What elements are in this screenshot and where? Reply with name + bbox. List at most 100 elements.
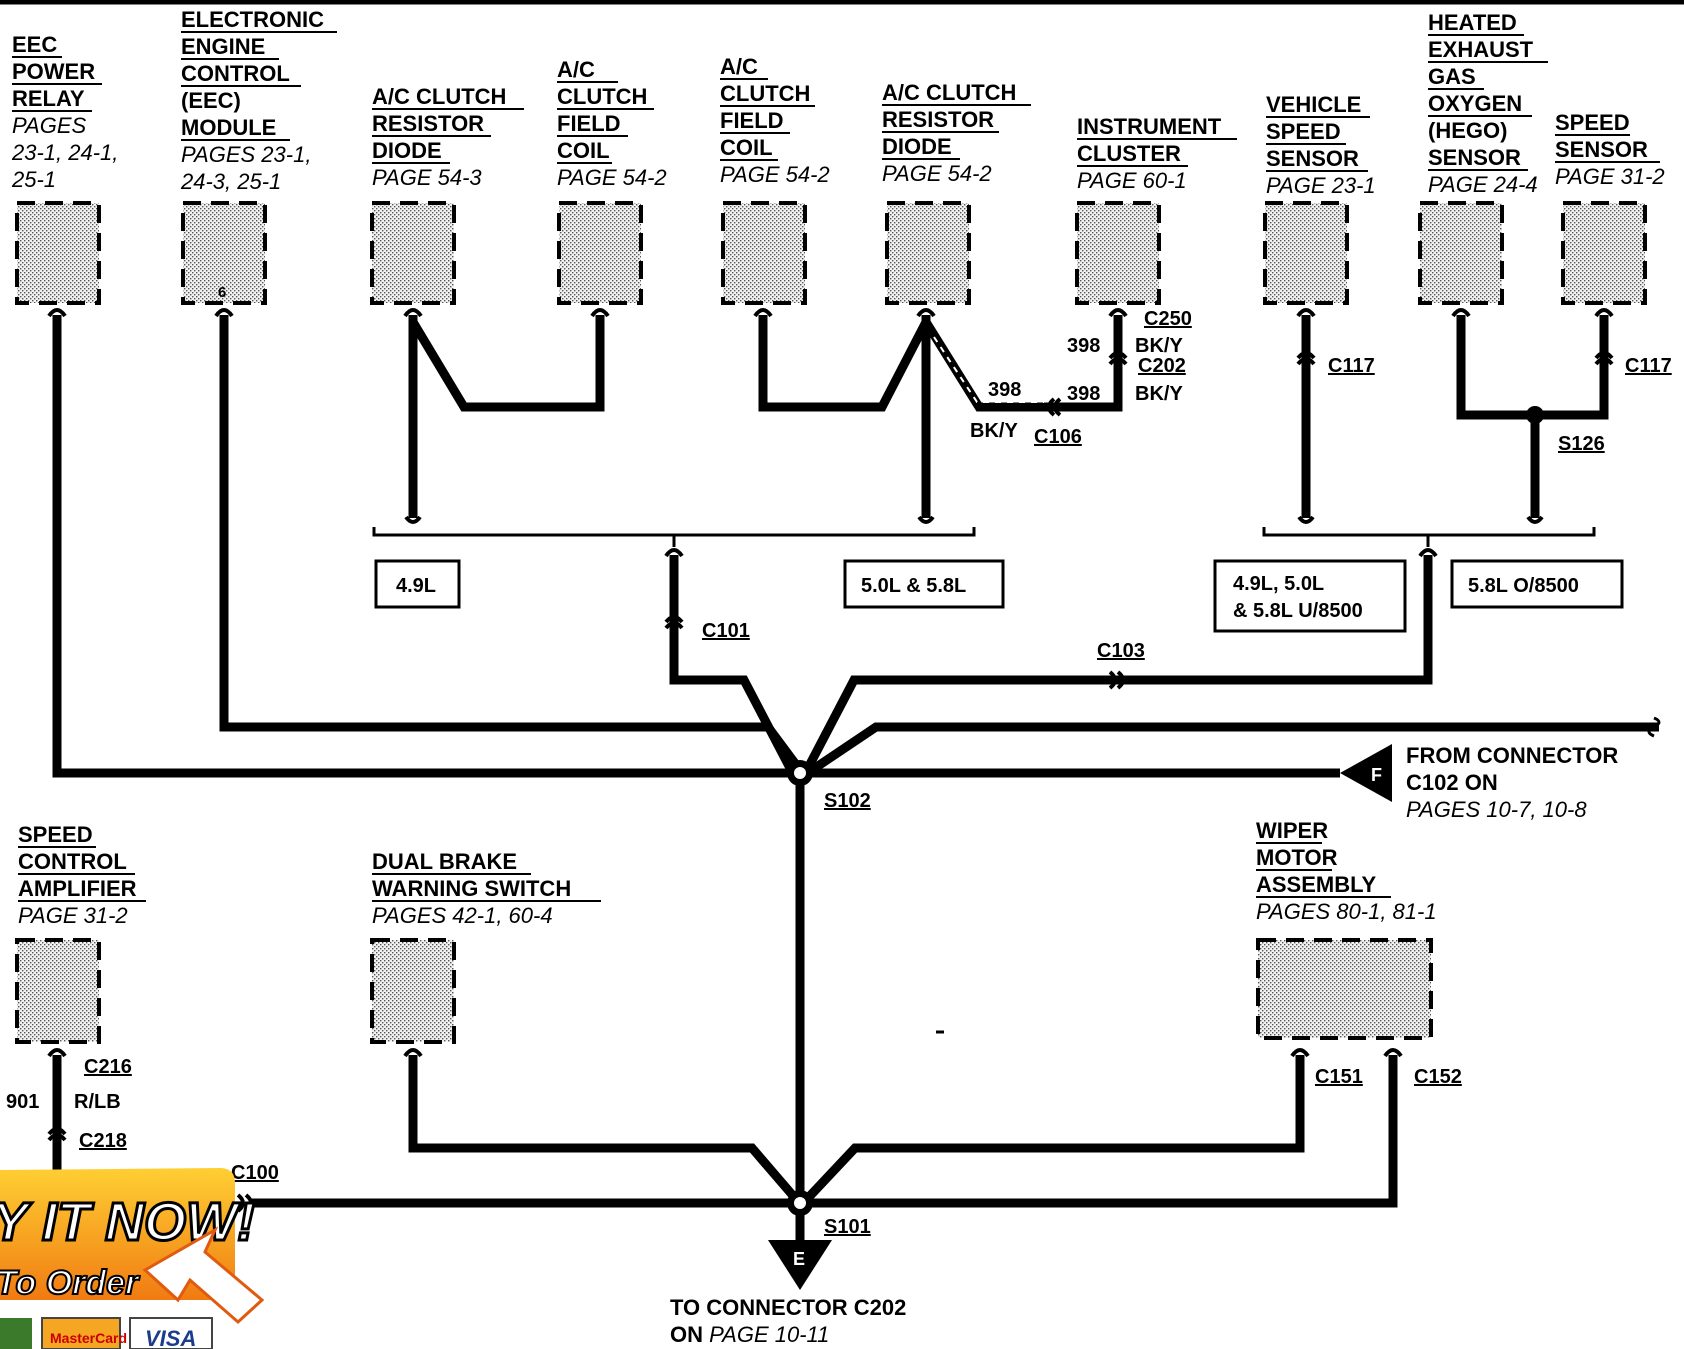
flag-e: E (793, 1249, 805, 1269)
svg-text:ON PAGE 10-11: ON PAGE 10-11 (670, 1322, 829, 1347)
svg-text:SPEED: SPEED (1555, 110, 1630, 135)
svg-text:5.0L & 5.8L: 5.0L & 5.8L (861, 575, 966, 597)
c106-label: C106 (1034, 426, 1082, 448)
variant-box-49l-50l-58l-u8500: 4.9L, 5.0L & 5.8L U/8500 (1213, 559, 1407, 633)
ac-clutch-field-coil-2 (721, 201, 807, 305)
svg-text:RESISTOR: RESISTOR (372, 111, 484, 136)
svg-text:A/C CLUTCH: A/C CLUTCH (882, 80, 1016, 105)
dual-brake-warning-switch-label: DUAL BRAKE WARNING SWITCH PAGES 42-1, 60… (372, 849, 601, 928)
from-connector-f: F FROM CONNECTOR C102 ON PAGES 10-7, 10-… (1340, 743, 1618, 822)
c202-label: C202 (1138, 355, 1186, 377)
speed-sensor-label: SPEED SENSOR PAGE 31-2 (1555, 110, 1665, 189)
instrument-cluster (1075, 201, 1161, 305)
connector-labels: C250 C202 C106 C117 C117 S126 C101 C103 … (79, 308, 1672, 1238)
svg-text:WIPER: WIPER (1256, 818, 1328, 843)
card-icon-1 (0, 1318, 32, 1349)
svg-text:PAGES: PAGES (12, 113, 87, 138)
svg-text:23-1, 24-1,: 23-1, 24-1, (11, 140, 118, 165)
svg-text:A/C CLUTCH: A/C CLUTCH (372, 84, 506, 109)
svg-text:DIODE: DIODE (882, 134, 952, 159)
svg-text:CLUSTER: CLUSTER (1077, 141, 1181, 166)
hego-sensor (1418, 201, 1504, 305)
speed-control-amplifier-label: SPEED CONTROL AMPLIFIER PAGE 31-2 (18, 822, 146, 928)
wire-bky-1: BK/Y (1135, 335, 1183, 357)
c100-label: C100 (231, 1162, 279, 1184)
svg-text:EXHAUST: EXHAUST (1428, 37, 1534, 62)
svg-text:DIODE: DIODE (372, 138, 442, 163)
svg-text:AMPLIFIER: AMPLIFIER (18, 876, 137, 901)
eec-module-label: ELECTRONIC ENGINE CONTROL (EEC) MODULE P… (180, 7, 337, 194)
bracket-left (372, 527, 976, 547)
visa-icon (129, 1317, 213, 1349)
svg-text:SENSOR: SENSOR (1428, 145, 1521, 170)
svg-text:25-1: 25-1 (11, 167, 56, 192)
svg-text:VEHICLE: VEHICLE (1266, 92, 1361, 117)
connector-hooks (47, 308, 1614, 1213)
svg-text:POWER: POWER (12, 59, 95, 84)
svg-text:C102 ON: C102 ON (1406, 770, 1498, 795)
svg-text:PAGE 31-2: PAGE 31-2 (1555, 164, 1665, 189)
svg-text:INSTRUMENT: INSTRUMENT (1077, 114, 1222, 139)
svg-text:PAGE 54-2: PAGE 54-2 (720, 162, 830, 187)
wire-398-b: 398 (1067, 383, 1100, 405)
ac-clutch-resistor-diode-1-label: A/C CLUTCH RESISTOR DIODE PAGE 54-3 (372, 84, 524, 190)
svg-text:PAGES 80-1, 81-1: PAGES 80-1, 81-1 (1256, 899, 1437, 924)
svg-text:PAGE 54-2: PAGE 54-2 (557, 165, 667, 190)
svg-text:WARNING SWITCH: WARNING SWITCH (372, 876, 571, 901)
svg-text:FIELD: FIELD (557, 111, 621, 136)
svg-text:CONTROL: CONTROL (18, 849, 127, 874)
svg-text:CONTROL: CONTROL (181, 61, 290, 86)
svg-text:& 5.8L U/8500: & 5.8L U/8500 (1233, 600, 1363, 622)
svg-text:HEATED: HEATED (1428, 10, 1517, 35)
svg-text:(HEGO): (HEGO) (1428, 118, 1507, 143)
instrument-cluster-label: INSTRUMENT CLUSTER PAGE 60-1 (1077, 114, 1237, 193)
svg-text:SENSOR: SENSOR (1555, 137, 1648, 162)
c117a-label: C117 (1328, 355, 1375, 377)
svg-text:TO CONNECTOR C202: TO CONNECTOR C202 (670, 1295, 906, 1320)
svg-text:MOTOR: MOTOR (1256, 845, 1338, 870)
svg-text:ELECTRONIC: ELECTRONIC (181, 7, 324, 32)
s102-label: S102 (824, 790, 871, 812)
visa-text: VISA (145, 1326, 196, 1349)
eec-power-relay-label: EEC POWER RELAY PAGES 23-1, 24-1, 25-1 (11, 32, 118, 192)
ad-line-2: To Order (0, 1264, 140, 1302)
wiper-motor-assembly (1256, 938, 1433, 1040)
svg-text:FIELD: FIELD (720, 108, 784, 133)
svg-text:FROM CONNECTOR: FROM CONNECTOR (1406, 743, 1618, 768)
wire-labels: 398 BK/Y 398 BK/Y 398 BK/Y 901 R/LB (6, 335, 1183, 1113)
ac-clutch-resistor-diode-2 (885, 201, 971, 305)
svg-text:A/C: A/C (557, 57, 595, 82)
ac-clutch-resistor-diode-2-label: A/C CLUTCH RESISTOR DIODE PAGE 54-2 (882, 80, 1031, 186)
buy-it-now-banner[interactable]: Y IT NOW! To Order MasterCard VISA (0, 1168, 265, 1349)
svg-text:ENGINE: ENGINE (181, 34, 265, 59)
svg-text:4.9L: 4.9L (396, 575, 436, 597)
speed-sensor (1561, 201, 1647, 305)
c103-label: C103 (1097, 640, 1145, 662)
svg-text:SENSOR: SENSOR (1266, 146, 1359, 171)
svg-text:PAGES 42-1, 60-4: PAGES 42-1, 60-4 (372, 903, 553, 928)
c216-label: C216 (84, 1056, 132, 1078)
vehicle-speed-sensor (1263, 201, 1349, 305)
wiper-motor-assembly-label: WIPER MOTOR ASSEMBLY PAGES 80-1, 81-1 (1256, 818, 1437, 924)
c218-label: C218 (79, 1130, 127, 1152)
svg-text:PAGE 60-1: PAGE 60-1 (1077, 168, 1187, 193)
eec-module (181, 201, 267, 305)
variant-box-50l-58l: 5.0L & 5.8L (843, 559, 1005, 609)
wire-398-c: 398 (988, 379, 1021, 401)
wire-901: 901 (6, 1091, 39, 1113)
wire-398-a: 398 (1067, 335, 1100, 357)
vehicle-speed-sensor-label: VEHICLE SPEED SENSOR PAGE 23-1 (1266, 92, 1376, 198)
svg-text:PAGE 54-2: PAGE 54-2 (882, 161, 992, 186)
svg-text:PAGES 10-7, 10-8: PAGES 10-7, 10-8 (1406, 797, 1587, 822)
svg-text:SPEED: SPEED (1266, 119, 1341, 144)
eec-module-pin: 6 (218, 284, 226, 301)
svg-text:24-3, 25-1: 24-3, 25-1 (180, 169, 281, 194)
svg-text:COIL: COIL (557, 138, 610, 163)
arrow-icon (142, 1226, 265, 1325)
c152-label: C152 (1414, 1066, 1462, 1088)
mastercard-text: MasterCard (50, 1330, 127, 1346)
c101-label: C101 (702, 620, 750, 642)
to-connector-e: E TO CONNECTOR C202 ON PAGE 10-11 (670, 1240, 906, 1347)
svg-text:SPEED: SPEED (18, 822, 93, 847)
